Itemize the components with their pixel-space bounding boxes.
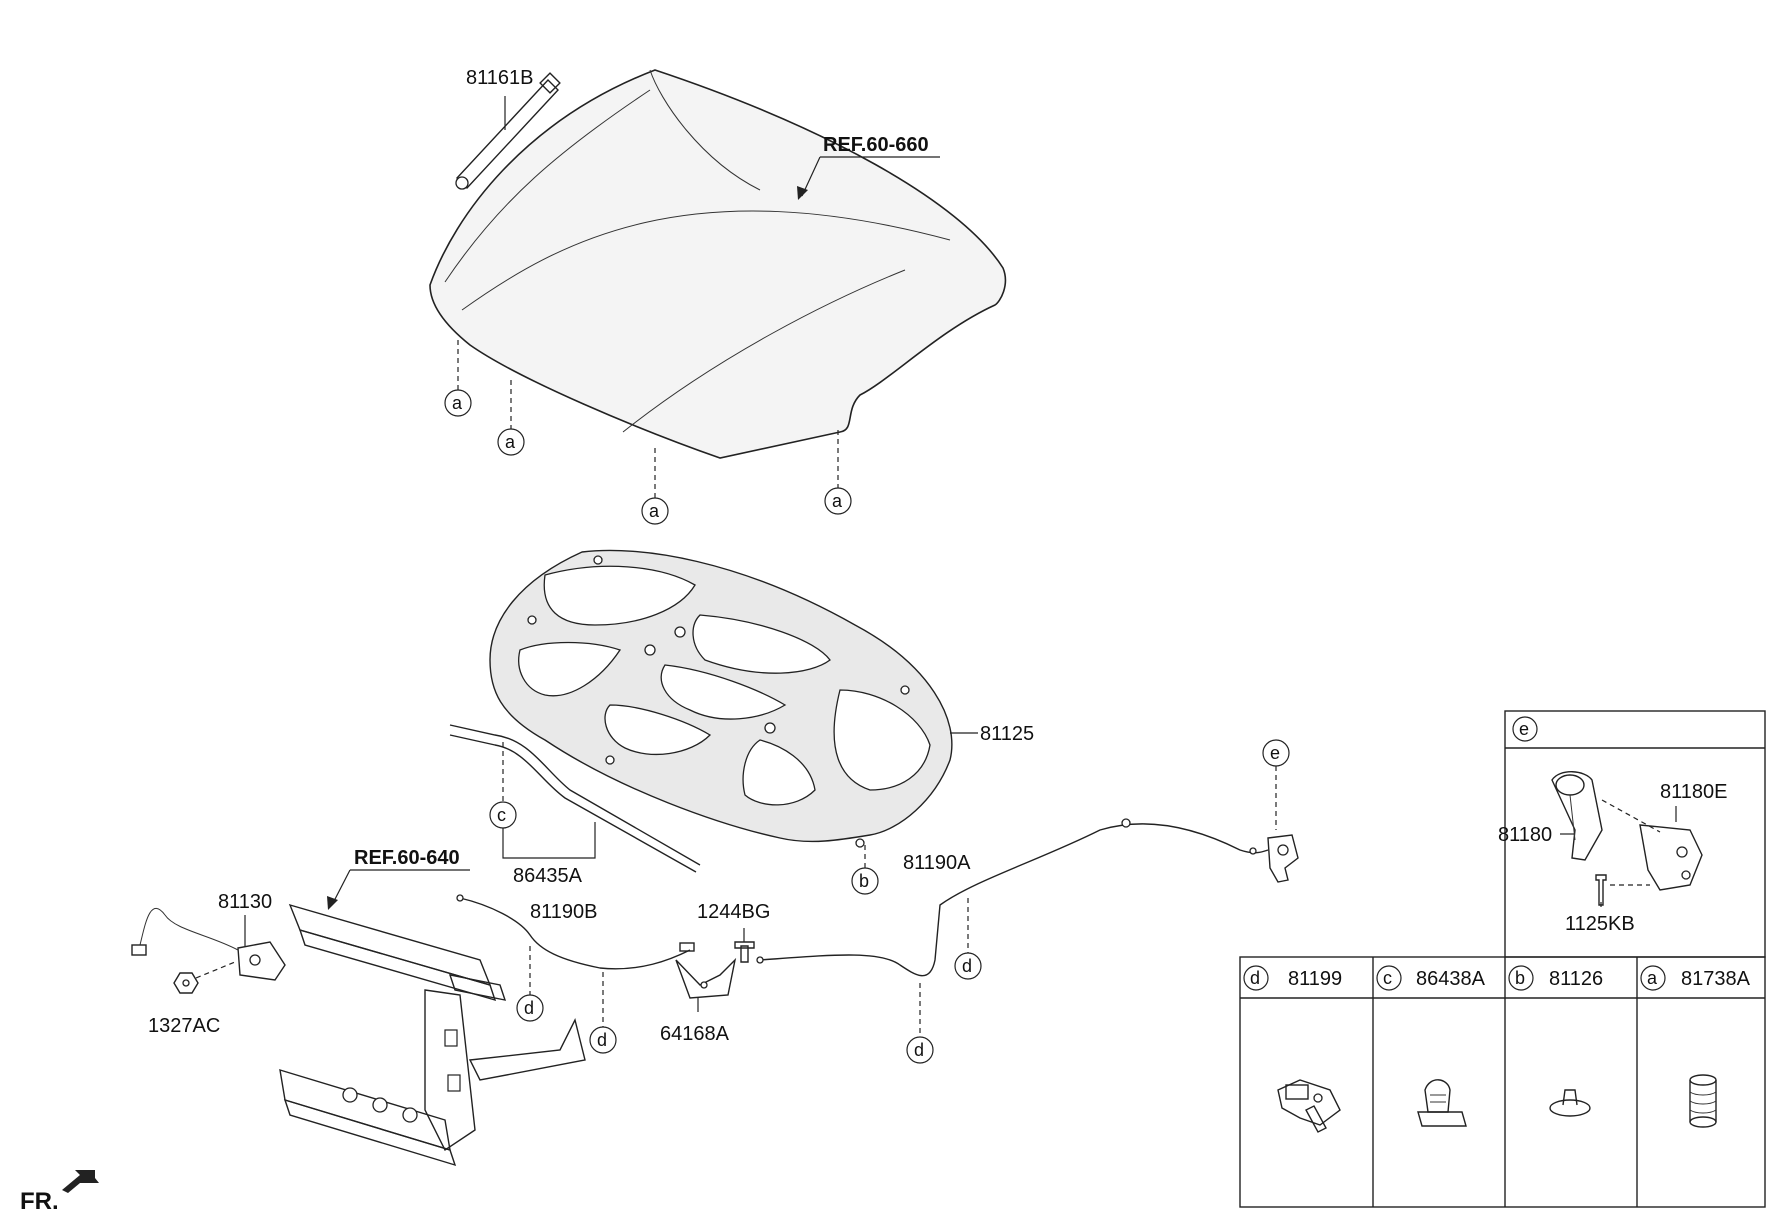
callout-a-3: a — [649, 501, 660, 521]
release-handle — [1267, 834, 1299, 883]
radiator-ref-label: REF.60-640 — [354, 847, 460, 869]
inset-handle — [1551, 771, 1603, 861]
callout-d-4: d — [914, 1040, 924, 1060]
callout-a-2: a — [505, 432, 516, 452]
fastener-legend-table: d 81199 c 86438A b 81126 a 81738A — [1239, 956, 1766, 1208]
hood-latch — [131, 907, 286, 981]
hood-stay — [455, 72, 561, 190]
weatherstrip-part-number: 86435A — [513, 865, 583, 887]
callout-c: c — [497, 805, 506, 825]
legend-part-a: 81738A — [1681, 968, 1751, 990]
cable-a-part-number: 81190A — [903, 852, 971, 874]
callout-a-1: a — [452, 393, 463, 413]
legend-part-c: 86438A — [1416, 968, 1486, 990]
cable-b-part-number: 81190B — [530, 901, 597, 923]
legend-part-d: 81199 — [1288, 968, 1342, 990]
pad-clip-icon — [1549, 1089, 1591, 1117]
legend-key-d: d — [1250, 968, 1260, 988]
bumper-stop-icon — [1689, 1074, 1717, 1128]
legend-key-c: c — [1383, 968, 1392, 988]
front-direction-label: FR. — [20, 1188, 59, 1211]
inset-handle-number: 81180 — [1498, 824, 1552, 846]
inset-handle-bracket — [1639, 824, 1703, 891]
stay-part-number: 81161B — [466, 67, 533, 89]
hood-ref-label: REF.60-660 — [823, 134, 929, 156]
latch-part-number: 81130 — [218, 891, 272, 913]
hood-clip-callouts: a a a a — [444, 340, 852, 525]
bracket-part-number: 64168A — [660, 1023, 730, 1045]
callout-d-1: d — [524, 998, 534, 1018]
inset-e-key: e — [1519, 719, 1529, 739]
bolt-part-number: 1244BG — [697, 901, 770, 923]
cable-clip-icon — [1277, 1079, 1341, 1133]
weatherstrip-clip-icon — [1417, 1079, 1467, 1127]
callout-d-2: d — [597, 1030, 607, 1050]
mounting-bolt — [734, 941, 755, 963]
hood-insulator-pad — [489, 549, 953, 848]
hood-panel — [429, 69, 1007, 459]
callout-e: e — [1270, 743, 1280, 763]
legend-part-b: 81126 — [1549, 968, 1603, 990]
release-cable-b — [456, 894, 695, 970]
callout-a-4: a — [832, 491, 843, 511]
legend-key-a: a — [1647, 968, 1658, 988]
cable-bracket — [675, 957, 737, 999]
legend-key-b: b — [1515, 968, 1525, 988]
release-cable-a — [756, 818, 1269, 977]
insulator-part-number: 81125 — [980, 723, 1034, 745]
latch-nut — [173, 972, 199, 994]
hood-weatherstrip — [449, 724, 701, 873]
callout-d-3: d — [962, 956, 972, 976]
inset-e-box: e 81180E 81180 1125KB — [1498, 710, 1766, 958]
callout-b: b — [859, 871, 869, 891]
radiator-support-frame — [279, 903, 586, 1167]
latch-nut-part-number: 1327AC — [148, 1015, 220, 1037]
inset-screw — [1595, 874, 1607, 906]
inset-screw-number: 1125KB — [1565, 913, 1635, 935]
inset-handle-bracket-number: 81180E — [1660, 781, 1727, 803]
front-arrow-icon — [62, 1170, 99, 1193]
